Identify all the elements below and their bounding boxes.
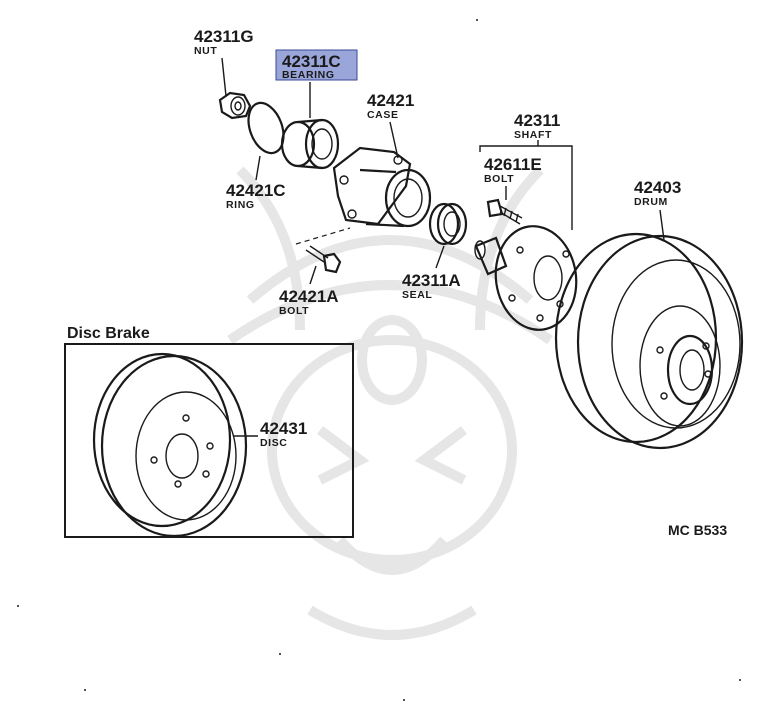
inset-title: Disc Brake (67, 325, 150, 342)
ring-leader-line (255, 155, 261, 181)
diagram-code: MC B533 (668, 522, 727, 538)
drum-part-number[interactable]: 42403 (634, 178, 681, 197)
hub-bolt-group: 42611E BOLT (484, 155, 542, 225)
seal-part-name: SEAL (402, 289, 432, 301)
case-leader-line (389, 121, 399, 159)
nut-leader-line (221, 57, 227, 97)
case-bolt-drawing[interactable] (305, 245, 342, 274)
ring-part-number[interactable]: 42421C (226, 181, 286, 200)
bearing-part-name: BEARING (282, 69, 335, 81)
case-part-name: CASE (367, 109, 399, 121)
shaft-part-number[interactable]: 42311 (514, 111, 560, 130)
ring-drawing[interactable] (242, 98, 290, 158)
scan-specks (17, 19, 741, 701)
nut-group: 42311G NUT (194, 27, 254, 120)
inset-frame (64, 343, 354, 538)
case-bolt-part-name: BOLT (279, 305, 309, 317)
nut-drawing[interactable] (218, 91, 252, 120)
hub-bolt-drawing[interactable] (486, 198, 523, 225)
seal-drawing[interactable] (428, 202, 468, 246)
shaft-group: 42311 SHAFT (474, 111, 578, 331)
bearing-drawing[interactable] (280, 118, 340, 170)
case-part-number[interactable]: 42421 (367, 91, 414, 110)
bearing-highlight-box (275, 49, 358, 81)
case-group: 42421 CASE (295, 91, 432, 245)
case-drawing[interactable] (332, 146, 432, 228)
ring-part-name: RING (226, 199, 255, 211)
disc-part-name: DISC (260, 437, 288, 449)
disc-drawing[interactable] (92, 352, 248, 538)
ring-group: 42421C RING (226, 98, 290, 211)
case-bolt-alignment-line (295, 227, 351, 245)
seal-leader-line (435, 245, 445, 269)
case-bolt-group: 42421A BOLT (279, 245, 342, 317)
hub-bolt-part-number[interactable]: 42611E (484, 155, 542, 174)
seal-group: 42311A SEAL (402, 202, 468, 301)
hub-bolt-part-name: BOLT (484, 173, 514, 185)
seal-part-number[interactable]: 42311A (402, 271, 461, 290)
nut-part-name: NUT (194, 45, 217, 57)
drum-part-name: DRUM (634, 196, 668, 208)
disc-part-number[interactable]: 42431 (260, 419, 307, 438)
disc-brake-inset: Disc Brake 42431 DISC (64, 325, 354, 538)
drum-drawing[interactable] (554, 232, 744, 450)
case-bolt-part-number[interactable]: 42421A (279, 287, 339, 306)
shaft-part-name: SHAFT (514, 129, 552, 141)
watermark-logo (227, 166, 553, 640)
drum-group: 42403 DRUM (554, 178, 744, 450)
shaft-leader-bracket (479, 145, 573, 230)
bearing-group: 42311C BEARING (275, 49, 358, 170)
bearing-part-number[interactable]: 42311C (282, 52, 341, 71)
nut-part-number[interactable]: 42311G (194, 27, 254, 46)
case-bolt-leader-line (309, 265, 317, 285)
